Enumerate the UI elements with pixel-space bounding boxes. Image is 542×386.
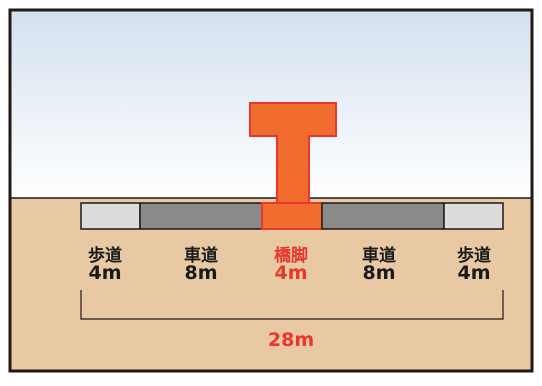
segment-name-label: 車道 (184, 246, 218, 266)
road-segment-5 (443, 202, 504, 230)
road-segment-2 (139, 202, 263, 230)
total-width-bracket (80, 290, 504, 320)
road-segment-4 (321, 202, 445, 230)
segment-name-label: 歩道 (457, 246, 491, 266)
segment-width-label: 4m (274, 262, 308, 284)
road-segment-1 (80, 202, 141, 230)
segment-width-label: 4m (457, 262, 491, 284)
road-deck (80, 202, 504, 230)
bridge-pier-shape (249, 102, 337, 204)
total-width-label: 28m (267, 329, 315, 351)
segment-width-label: 8m (184, 262, 218, 284)
segment-name-label: 橋脚 (274, 246, 308, 266)
segment-name-label: 車道 (362, 246, 396, 266)
segment-name-label: 歩道 (88, 246, 122, 266)
diagram-frame (8, 8, 534, 373)
road-segment-3 (261, 202, 323, 230)
segment-width-label: 8m (362, 262, 396, 284)
segment-width-label: 4m (88, 262, 122, 284)
